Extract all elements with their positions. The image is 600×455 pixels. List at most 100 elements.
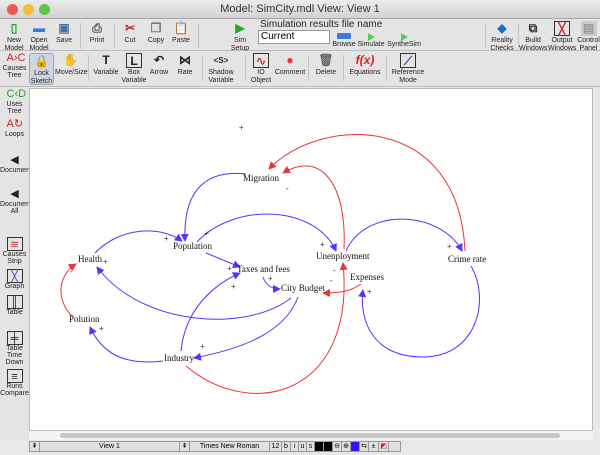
lock-icon: 🔒 — [34, 54, 49, 68]
link-crime-migration[interactable] — [268, 134, 466, 252]
polarity-icon[interactable]: ± — [369, 442, 379, 451]
delete-tool[interactable]: 🗑Delete — [315, 53, 337, 76]
variable-city-budget[interactable]: City Budget — [281, 283, 325, 293]
arrow-tool[interactable]: ↶Arrow — [149, 53, 169, 76]
link-expenses-budget[interactable] — [322, 283, 362, 297]
link-budget-industry[interactable] — [193, 296, 299, 361]
zoom-button[interactable] — [39, 4, 50, 15]
shape-icon[interactable]: ⊖ — [333, 442, 342, 451]
print-button[interactable]: ⎙Print — [89, 21, 105, 44]
link-population-taxes[interactable] — [205, 252, 241, 269]
variable-expenses[interactable]: Expenses — [350, 272, 384, 282]
font-up-icon[interactable]: ⇞ — [180, 442, 190, 451]
table-time-down-tool[interactable]: ╪Table Time Down — [5, 331, 24, 366]
link-crime-expenses[interactable] — [358, 265, 480, 358]
control-panel-button[interactable]: ▤Control Panel — [577, 21, 600, 52]
polarity-label: - — [333, 266, 336, 275]
link-industry-taxes[interactable] — [180, 272, 241, 352]
reality-checks-button[interactable]: ◆Reality Checks — [490, 21, 514, 52]
open-model-button[interactable]: ▬Open Model — [29, 21, 49, 52]
lock-sketch-button[interactable]: 🔒Lock Sketch — [29, 53, 54, 85]
link-health-population[interactable] — [94, 230, 183, 254]
view-up-icon[interactable]: ⇞ — [30, 442, 40, 451]
variable-polution[interactable]: Polution — [69, 314, 100, 324]
document-tool[interactable]: ◀Document — [0, 154, 32, 174]
variable-health[interactable]: Health — [78, 254, 102, 264]
variable-crime-rate[interactable]: Crime rate — [448, 254, 487, 264]
link-migration-population[interactable] — [180, 172, 247, 242]
table-icon: ║ — [6, 295, 23, 309]
polarity-label: + — [447, 242, 452, 251]
link-taxes-budget[interactable] — [262, 276, 281, 293]
position-icon[interactable]: ⊕ — [342, 442, 351, 451]
variable-taxes-and-fees[interactable]: Taxes and fees — [237, 264, 290, 274]
scrollbar-thumb[interactable] — [60, 433, 560, 438]
font-size[interactable]: 12 — [270, 442, 282, 451]
polarity-label: + — [200, 342, 205, 351]
sketch-canvas[interactable]: Migration Population Health Taxes and fe… — [29, 88, 593, 431]
variable-unemployment[interactable]: Unenployment — [316, 251, 370, 261]
polarity-label: + — [320, 240, 325, 249]
link-polution-health[interactable] — [60, 263, 77, 318]
variable-migration[interactable]: Migration — [243, 173, 279, 183]
comment-tool[interactable]: ●Comment — [274, 53, 306, 76]
equations-button[interactable]: f(x)Equations — [349, 53, 381, 76]
synthesim-button[interactable]: SyntheSim — [386, 33, 422, 49]
view-selector[interactable]: View 1 — [40, 442, 180, 451]
bold-button[interactable]: b — [282, 442, 291, 451]
causes-strip-tool[interactable]: ≋Causes Strip — [2, 237, 27, 265]
equations-icon: f(x) — [355, 53, 375, 67]
run-name-input[interactable]: Current — [258, 30, 330, 44]
variable-population[interactable]: Population — [173, 241, 213, 251]
loops-tool[interactable]: A↻Loops — [4, 118, 25, 138]
graph-tool[interactable]: ╳Graph — [4, 269, 25, 290]
cut-button[interactable]: ✂Cut — [120, 21, 140, 45]
link-unemployment-migration[interactable] — [282, 165, 345, 250]
paste-button[interactable]: 📋Paste — [172, 21, 190, 44]
close-button[interactable] — [7, 4, 18, 15]
link-industry-polution[interactable] — [89, 326, 164, 363]
save-button[interactable]: ▣Save — [56, 21, 72, 44]
copy-button[interactable]: ❐Copy — [147, 21, 165, 44]
link-unemployment-crime[interactable] — [345, 218, 463, 252]
runs-compare-tool[interactable]: ≡Runs Compare — [0, 369, 29, 397]
status-bar: ⇞ View 1 ⇞ Times New Roman 12 b i u s ⊖ … — [29, 441, 401, 452]
io-object-tool[interactable]: ∿IO Object — [250, 53, 272, 84]
document-all-tool[interactable]: ◀Document All — [0, 188, 32, 215]
polarity-label: + — [231, 282, 236, 291]
underline-button[interactable]: u — [299, 442, 307, 451]
arrow-width-icon[interactable]: ⇆ — [360, 442, 369, 451]
font-selector[interactable]: Times New Roman — [190, 442, 270, 451]
settings-icon[interactable]: ◩ — [379, 442, 389, 451]
variable-industry[interactable]: Industry — [164, 353, 194, 363]
minimize-button[interactable] — [23, 4, 34, 15]
build-windows-button[interactable]: ⧉Build Windows — [519, 21, 548, 52]
rate-tool[interactable]: ⋈Rate — [177, 53, 193, 76]
table-tool[interactable]: ║Table — [6, 295, 23, 316]
link-budget-health[interactable] — [96, 266, 292, 320]
rate-icon: ⋈ — [179, 53, 191, 67]
output-windows-icon: ╳ — [554, 21, 570, 36]
italic-button[interactable]: i — [291, 442, 299, 451]
reference-mode-button[interactable]: ⟋Reference Mode — [391, 53, 425, 84]
shadow-variable-tool[interactable]: <S>Shadow Variable — [206, 53, 236, 85]
sim-setup-button[interactable]: ▶Sim Setup — [230, 21, 250, 52]
arrow-color-swatch[interactable] — [351, 442, 360, 451]
link-industry-unemployment[interactable] — [185, 262, 348, 394]
link-population-unemployment[interactable] — [196, 213, 337, 252]
move-size-button[interactable]: ✋Move/Size — [55, 53, 88, 76]
browse-button[interactable]: Browse — [332, 33, 356, 49]
box-color-swatch[interactable] — [324, 442, 333, 451]
output-windows-button[interactable]: ╳Output Windows — [548, 21, 577, 52]
text-color-swatch[interactable] — [315, 442, 324, 451]
horizontal-scrollbar[interactable] — [29, 431, 593, 440]
simulate-button[interactable]: Simulate — [357, 33, 385, 49]
new-model-button[interactable]: ▯New Model — [4, 21, 24, 52]
strike-button[interactable]: s — [307, 442, 315, 451]
open-folder-icon: ▬ — [33, 21, 45, 35]
polarity-label: - — [286, 184, 289, 193]
